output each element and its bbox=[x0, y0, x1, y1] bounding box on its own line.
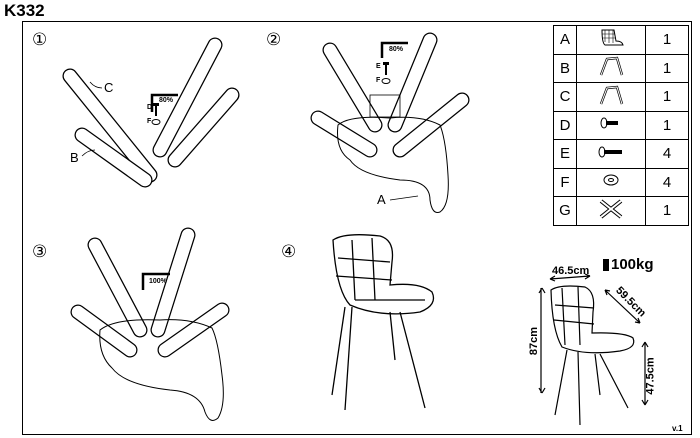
part-quantity: 1 bbox=[645, 25, 689, 55]
assembled-chair bbox=[331, 234, 435, 411]
part-quantity: 4 bbox=[645, 167, 689, 197]
part-quantity: 4 bbox=[645, 139, 689, 169]
step-number: ③ bbox=[32, 242, 48, 261]
dimension-width: 46.5cm bbox=[552, 265, 590, 277]
dimension-chair bbox=[538, 273, 649, 426]
instruction-frame bbox=[22, 21, 692, 435]
chair-legs bbox=[62, 32, 470, 358]
part-quantity: 1 bbox=[645, 53, 689, 83]
chair-leg bbox=[153, 38, 222, 157]
long-bolt-icon bbox=[576, 139, 646, 169]
washer-icon bbox=[576, 167, 646, 197]
parts-row: C 1 bbox=[553, 82, 689, 112]
parts-row: A 1 bbox=[553, 25, 689, 55]
screw-label-e: E bbox=[376, 63, 381, 70]
part-quantity: 1 bbox=[645, 82, 689, 112]
version-label: v.1 bbox=[672, 424, 683, 433]
part-quantity: 1 bbox=[645, 110, 689, 140]
part-letter: F bbox=[553, 167, 577, 197]
part-label-c: C bbox=[104, 80, 114, 95]
step-number: ④ bbox=[281, 242, 297, 261]
screw-label-f: F bbox=[376, 77, 381, 84]
parts-row: F 4 bbox=[553, 167, 689, 197]
weight-icon bbox=[603, 259, 609, 271]
short-bolt-icon bbox=[576, 110, 646, 140]
parts-row: B 1 bbox=[553, 53, 689, 83]
part-letter: A bbox=[553, 25, 577, 55]
bolt-icon bbox=[151, 103, 161, 125]
step-number: ② bbox=[266, 30, 282, 49]
model-title: K332 bbox=[4, 1, 45, 20]
part-label-a: A bbox=[377, 192, 386, 207]
chair-leg bbox=[393, 93, 469, 157]
chair-leg bbox=[75, 128, 152, 187]
parts-row: G 1 bbox=[553, 196, 689, 226]
tighten-80-icon bbox=[380, 41, 408, 58]
max-load: 100kg bbox=[611, 256, 654, 273]
part-letter: E bbox=[553, 139, 577, 169]
part-letter: G bbox=[553, 196, 577, 226]
screw-label-d: D bbox=[147, 104, 153, 111]
parts-row: E 4 bbox=[553, 139, 689, 169]
chair-leg bbox=[88, 238, 147, 337]
part-letter: C bbox=[553, 82, 577, 112]
chair-leg bbox=[388, 33, 437, 132]
tighten-100-icon bbox=[141, 272, 170, 290]
seat-shell-icon bbox=[576, 25, 646, 55]
chair-leg bbox=[168, 88, 239, 167]
seat-shell-step2 bbox=[337, 116, 449, 213]
bolt-icon bbox=[381, 62, 391, 84]
chair-leg bbox=[323, 43, 382, 132]
tighten-80-icon bbox=[150, 93, 178, 112]
leg-frame-icon bbox=[576, 53, 646, 83]
part-quantity: 1 bbox=[645, 196, 689, 226]
chair-leg bbox=[151, 228, 195, 337]
part-label-b: B bbox=[70, 150, 79, 165]
chair-leg bbox=[63, 69, 157, 182]
seat-shell-step3 bbox=[99, 319, 224, 421]
chair-leg bbox=[71, 305, 137, 357]
parts-row: D 1 bbox=[553, 110, 689, 140]
part-letter: B bbox=[553, 53, 577, 83]
step-number: ① bbox=[32, 30, 48, 49]
tighten-percent: 100% bbox=[149, 278, 167, 285]
chair-leg bbox=[158, 303, 229, 357]
tighten-percent: 80% bbox=[159, 97, 174, 104]
cross-bracket-icon bbox=[576, 196, 646, 226]
part-letter: D bbox=[553, 110, 577, 140]
screw-label-f: F bbox=[147, 118, 152, 125]
tighten-percent: 80% bbox=[389, 46, 404, 53]
leg-frame-icon bbox=[576, 82, 646, 112]
dimension-height: 87cm bbox=[528, 326, 541, 356]
bracket-outline bbox=[369, 94, 401, 118]
dimension-seat-height: 47.5cm bbox=[644, 357, 657, 395]
chair-leg bbox=[311, 111, 377, 157]
